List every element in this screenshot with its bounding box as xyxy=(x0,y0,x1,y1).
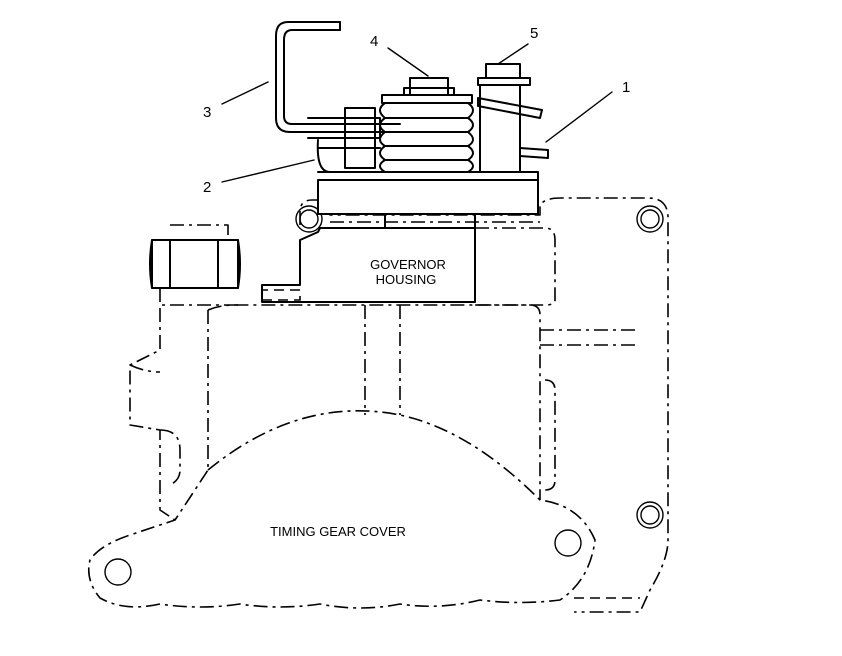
timing-gear-cover-label: TIMING GEAR COVER xyxy=(270,524,406,539)
governor-housing xyxy=(261,221,556,306)
mounting-plate xyxy=(317,171,539,229)
bolt-and-lever xyxy=(477,63,549,173)
callout-3: 3 xyxy=(203,104,211,121)
governor-housing-label-line2: HOUSING xyxy=(376,272,437,287)
engine-housing-outline xyxy=(129,197,669,613)
callout-4: 4 xyxy=(370,33,378,50)
leader-lines xyxy=(221,43,613,183)
linkage-rod xyxy=(275,21,401,173)
hex-fitting xyxy=(149,224,241,306)
governor-housing-label-line1: GOVERNOR xyxy=(370,257,446,272)
callout-2: 2 xyxy=(203,179,211,196)
timing-gear-cover xyxy=(87,410,596,609)
callout-5: 5 xyxy=(530,25,538,42)
bolt-holes xyxy=(295,205,664,529)
callout-1: 1 xyxy=(622,79,630,96)
